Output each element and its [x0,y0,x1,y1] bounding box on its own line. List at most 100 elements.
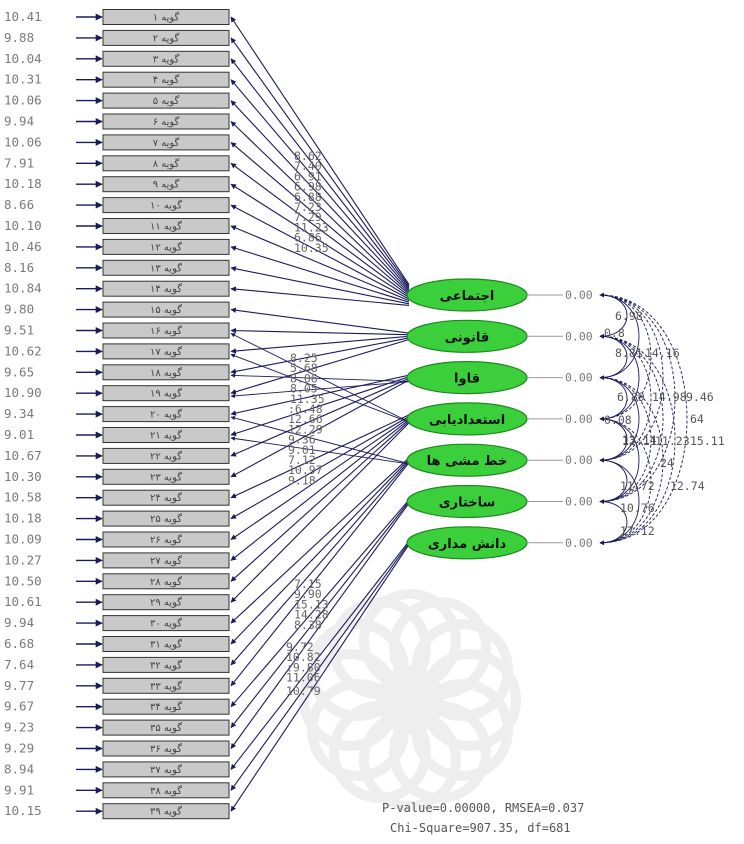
error-variance: 10.15 [4,803,42,818]
item-row: 10.18 گویه ۹ [4,176,230,193]
error-variance: 10.18 [4,176,42,191]
loading-coefficient: 8.06 [290,371,318,385]
loading-arrow [230,420,410,582]
item-label: گویه ۳۷ [150,764,182,776]
correlation-value: 24 [660,456,674,470]
item-label: گویه ۱۷ [150,346,182,358]
loading-arrow [230,457,410,624]
error-variance: 10.06 [4,93,42,108]
error-variance: 10.10 [4,218,42,233]
item-box [102,280,230,297]
item-label: گویه ۲۹ [150,597,182,609]
fit-stat-line-2: Chi-Square=907.35, df=681 [390,821,571,835]
loading-arrow [230,544,410,812]
loading-coefficient: 8.62 [294,149,322,163]
loading-arrow [230,37,410,287]
item-label: گویه ۱۵ [150,304,182,316]
loading-arrow [230,374,410,416]
item-label: گویه ۲۰ [150,409,182,421]
loading-coefficient: 7.29 [294,210,322,224]
item-label: گویه ۲۶ [150,534,182,546]
error-variance: 10.61 [4,594,42,609]
item-box [102,322,230,339]
correlation-value: 12.11 [622,434,657,448]
error-variance: 10.09 [4,532,42,547]
item-box [102,218,230,234]
loading-arrow [230,307,410,334]
loading-coefficient: 6.86 [294,231,322,245]
error-variance: 10.90 [4,385,42,400]
item-box [102,489,230,506]
loading-arrow [230,499,410,708]
loading-arrow [230,415,412,465]
loading-coefficient: 7.23 [294,200,322,214]
item-label: گویه ۲۲ [150,450,182,462]
latent-label: خط مشی ها [427,454,508,469]
loading-coefficient: 10.82 [286,650,321,664]
correlation-value: 6.89 [617,390,645,404]
loading-arrow [230,204,410,300]
error-variance: 9.65 [4,364,34,379]
latent-label: استعدادیابی [429,413,505,428]
loading-arrow [230,100,410,292]
item-box [102,113,230,130]
fixed-variance: 0.00 [565,371,593,385]
correlation-value: 14.16 [645,346,680,360]
loading-arrow [230,542,410,791]
loading-arrow [230,286,410,306]
error-variance: 8.16 [4,260,34,275]
correlation-arc [599,416,652,546]
item-label: گویه ۷ [153,137,180,149]
loading-arrow [230,373,412,383]
loading-coefficient: 6.98 [294,180,322,194]
item-box [102,803,230,820]
item-box [102,364,230,381]
error-variance: 10.27 [4,552,42,567]
loading-arrow [230,462,410,687]
loading-coefficient: 8.38 [294,618,322,632]
item-row: 9.65 گویه ۱۸ [4,364,230,381]
watermark [299,589,521,811]
error-variance: 10.46 [4,239,42,254]
error-variance: 9.77 [4,678,34,693]
item-label: گویه ۱۸ [150,367,182,379]
item-label: گویه ۹ [153,179,180,191]
loading-arrow [230,414,410,499]
error-variance: 9.29 [4,741,34,756]
loading-arrow [230,225,410,302]
item-row: 9.80 گویه ۱۵ [4,301,230,318]
item-box [102,552,230,569]
error-variance: 9.80 [4,302,34,317]
error-variance: 8.66 [4,197,34,212]
item-label: گویه ۱۹ [150,388,182,400]
error-variance: 7.64 [4,657,34,672]
loading-arrow [230,422,410,603]
error-variance: 9.91 [4,782,34,797]
correlation-value: 14.98 [652,390,687,404]
item-box [102,238,230,255]
error-variance: 10.62 [4,343,42,358]
item-box [102,343,230,360]
item-box [102,385,230,402]
item-box [102,761,230,778]
item-box [102,176,230,193]
item-label: گویه ۸ [153,158,180,170]
item-label: گویه ۲۵ [150,513,182,525]
